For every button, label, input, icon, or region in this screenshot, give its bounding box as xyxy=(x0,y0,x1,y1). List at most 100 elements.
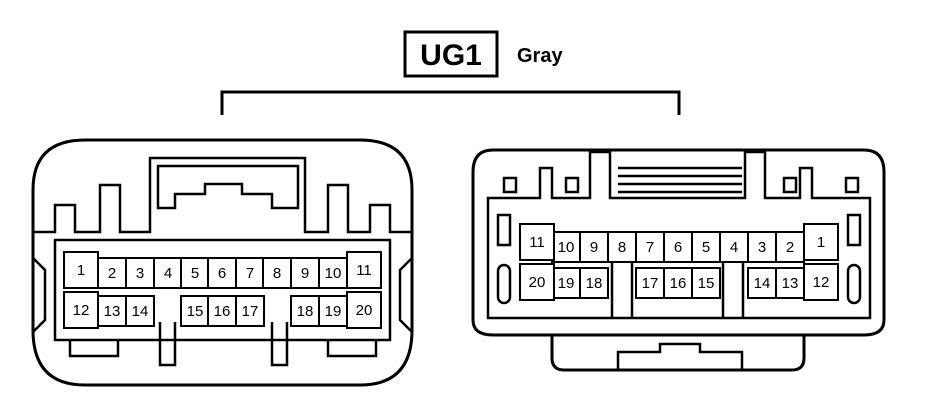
left-connector-side-notch-left xyxy=(32,257,47,333)
right-pin-label: 12 xyxy=(813,274,830,291)
right-connector-latch xyxy=(618,166,742,194)
right-pin-cell xyxy=(519,223,555,261)
right-pin-12: 12 xyxy=(803,263,839,301)
left-pin-label: 9 xyxy=(301,265,309,282)
right-pin-cell xyxy=(775,231,805,263)
right-connector-bottom-skirt xyxy=(550,335,806,372)
right-connector-window-2 xyxy=(564,176,580,194)
right-pin-label: 20 xyxy=(529,274,546,291)
left-pin-label: 10 xyxy=(325,265,342,282)
left-pin-8: 8 xyxy=(262,257,292,289)
right-pin-cell xyxy=(579,267,609,299)
left-connector-side-notch-right xyxy=(398,257,413,333)
right-pin-5: 5 xyxy=(691,231,721,263)
left-connector-bottom-key-left xyxy=(68,340,120,358)
right-pin-label: 1 xyxy=(817,234,825,251)
left-pin-label: 17 xyxy=(242,303,259,320)
left-pin-label: 5 xyxy=(191,265,199,282)
left-connector-lock xyxy=(156,164,300,210)
right-pin-3: 3 xyxy=(747,231,777,263)
left-pin-label: 6 xyxy=(218,265,226,282)
left-pin-cell xyxy=(318,295,348,327)
right-pin-label: 18 xyxy=(586,275,603,292)
right-pin-20: 20 xyxy=(519,263,555,301)
right-pin-10: 10 xyxy=(551,231,581,263)
left-pin-cell xyxy=(207,295,237,327)
left-pin-label: 15 xyxy=(187,303,204,320)
right-pin-cell xyxy=(663,231,693,263)
right-pin-7: 7 xyxy=(635,231,665,263)
right-pin-label: 6 xyxy=(674,239,682,256)
connector-title: UG1 Gray xyxy=(403,30,563,78)
right-connector-inner xyxy=(486,150,872,320)
right-connector-bottom-lock xyxy=(616,342,744,370)
right-pin-label: 7 xyxy=(646,239,654,256)
right-pin-cell xyxy=(635,267,665,299)
right-pin-cell xyxy=(551,267,581,299)
right-pin-18: 18 xyxy=(579,267,609,299)
connector-color: Gray xyxy=(517,45,563,67)
left-pin-12: 12 xyxy=(63,291,99,329)
left-pin-19: 19 xyxy=(318,295,348,327)
left-pin-label: 4 xyxy=(164,265,172,282)
left-connector-center-slot xyxy=(158,322,289,367)
left-pin-label: 8 xyxy=(273,265,281,282)
left-pin-label: 3 xyxy=(136,265,144,282)
right-pin-4: 4 xyxy=(719,231,749,263)
right-pin-label: 8 xyxy=(618,239,626,256)
right-connector-side-slot-1 xyxy=(496,213,512,247)
connector-code-box xyxy=(403,30,499,78)
connector-code: UG1 xyxy=(420,39,482,72)
left-connector-inner xyxy=(33,156,412,234)
right-pin-14: 14 xyxy=(747,267,777,299)
left-pin-label: 20 xyxy=(356,302,373,319)
left-pin-cell xyxy=(235,295,265,327)
left-pin-label: 18 xyxy=(297,303,314,320)
right-connector-side-slot-3 xyxy=(846,213,862,247)
right-pin-label: 5 xyxy=(702,239,710,256)
right-pin-cell xyxy=(635,231,665,263)
left-pin-10: 10 xyxy=(318,257,348,289)
right-pin-label: 10 xyxy=(558,239,575,256)
right-pin-cell xyxy=(691,267,721,299)
left-pin-label: 14 xyxy=(132,303,149,320)
left-pin-label: 11 xyxy=(356,262,372,279)
left-pin-cell xyxy=(153,257,183,289)
left-pin-cell xyxy=(125,295,155,327)
left-pin-4: 4 xyxy=(153,257,183,289)
right-connector-body xyxy=(471,148,886,337)
right-pin-cell xyxy=(775,267,805,299)
left-pin-18: 18 xyxy=(290,295,320,327)
right-pin-label: 11 xyxy=(529,234,545,251)
right-connector xyxy=(471,148,886,372)
left-pin-cell xyxy=(125,257,155,289)
left-connector-pin-frame xyxy=(53,238,392,342)
left-pin-2: 2 xyxy=(97,257,127,289)
left-pin-20: 20 xyxy=(346,291,382,329)
left-pin-cell xyxy=(290,295,320,327)
right-pin-15: 15 xyxy=(691,267,721,299)
right-connector-window-4 xyxy=(844,176,860,194)
right-pin-8: 8 xyxy=(607,231,637,263)
left-pin-1: 1 xyxy=(63,251,99,289)
right-pin-label: 19 xyxy=(558,275,575,292)
left-pin-11: 11 xyxy=(346,251,382,289)
left-pin-13: 13 xyxy=(97,295,127,327)
left-connector-body xyxy=(31,138,414,387)
right-pin-label: 17 xyxy=(642,275,659,292)
right-connector-side-slot-4 xyxy=(846,263,862,305)
right-pin-label: 2 xyxy=(786,239,794,256)
left-connector-bottom-key-right xyxy=(326,340,378,358)
right-connector-window-1 xyxy=(502,176,518,194)
left-pin-9: 9 xyxy=(290,257,320,289)
left-pin-cell xyxy=(346,251,382,289)
right-pin-label: 14 xyxy=(754,275,771,292)
right-connector-window-3 xyxy=(782,176,798,194)
right-pin-cell xyxy=(747,231,777,263)
left-pin-label: 12 xyxy=(73,302,90,319)
left-pin-label: 16 xyxy=(214,303,231,320)
left-pin-cell xyxy=(180,257,210,289)
